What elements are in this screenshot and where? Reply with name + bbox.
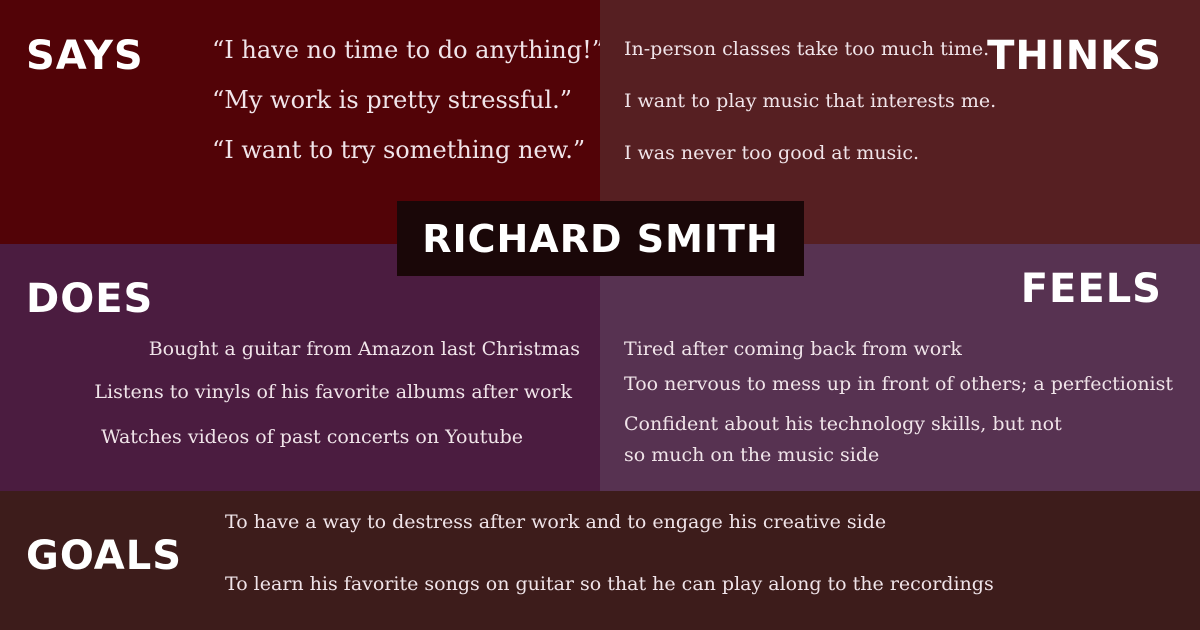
persona-name: RICHARD SMITH — [422, 216, 779, 261]
goals-item: To have a way to destress after work and… — [225, 511, 887, 533]
says-item: “My work is pretty stressful.” — [212, 86, 572, 114]
feels-quadrant: FEELS Tired after coming back from work … — [600, 244, 1200, 491]
says-quadrant: SAYS “I have no time to do anything!” “M… — [0, 0, 604, 244]
does-quadrant: DOES Bought a guitar from Amazon last Ch… — [0, 244, 600, 491]
says-item: “I have no time to do anything!” — [212, 36, 604, 64]
feels-item: Confident about his technology skills, b… — [624, 413, 1062, 435]
feels-heading: FEELS — [1020, 266, 1162, 312]
feels-item: Tired after coming back from work — [624, 338, 962, 360]
feels-item: so much on the music side — [624, 444, 880, 466]
goals-heading: GOALS — [26, 533, 183, 579]
does-item: Watches videos of past concerts on Youtu… — [101, 426, 523, 448]
does-heading: DOES — [26, 276, 154, 322]
says-heading: SAYS — [26, 33, 144, 79]
thinks-heading: THINKS — [987, 33, 1162, 79]
does-item: Bought a guitar from Amazon last Christm… — [148, 338, 580, 360]
thinks-item: In-person classes take too much time. — [624, 38, 990, 60]
thinks-item: I want to play music that interests me. — [624, 90, 997, 112]
does-item: Listens to vinyls of his favorite albums… — [94, 381, 572, 403]
says-item: “I want to try something new.” — [212, 136, 586, 164]
thinks-quadrant: THINKS In-person classes take too much t… — [600, 0, 1200, 244]
thinks-item: I was never too good at music. — [624, 142, 920, 164]
feels-item: Too nervous to mess up in front of other… — [624, 373, 1174, 395]
persona-name-box: RICHARD SMITH — [397, 201, 804, 276]
goals-section: GOALS To have a way to destress after wo… — [0, 491, 1200, 630]
goals-item: To learn his favorite songs on guitar so… — [225, 573, 994, 595]
